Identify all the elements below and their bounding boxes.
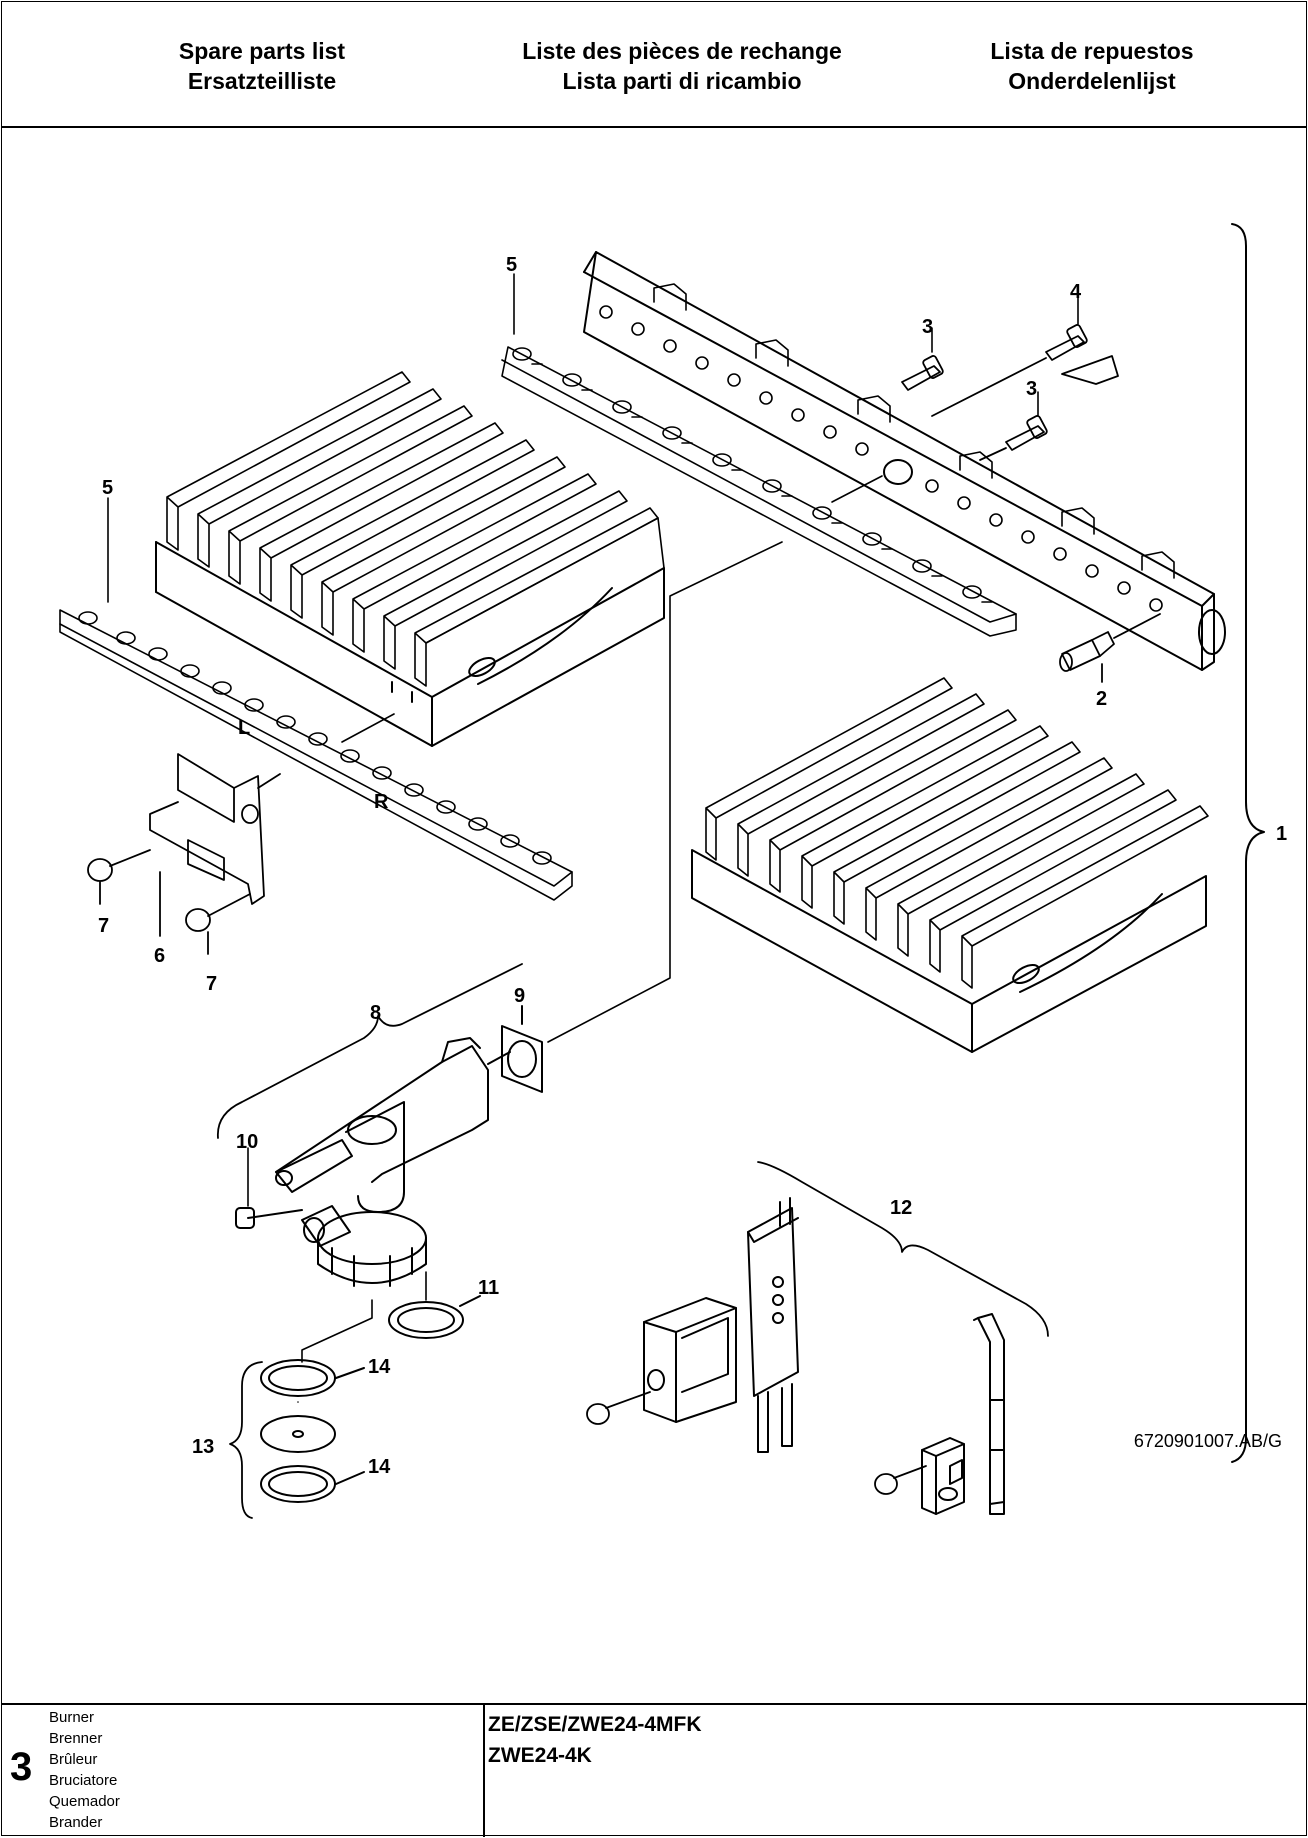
name-it: Bruciatore [49,1772,118,1789]
label-6: 6 [154,945,165,967]
seal-14-bottom [260,1465,365,1503]
seal-strip-upper [501,346,1017,637]
burner-block-left [155,541,665,747]
label-11: 11 [478,1277,499,1299]
screw-clamp [874,1465,927,1495]
title-onderdelenlijst: Onderdelenlijst [1008,68,1176,94]
burner-rails-left [166,371,665,687]
brace-group-12 [757,1161,1049,1337]
seal-11 [388,1295,481,1339]
label-3b: 3 [1026,378,1037,400]
model-1: ZE/ZSE/ZWE24-4MFK [488,1713,702,1736]
title-liste-pieces: Liste des pièces de rechange [522,38,842,64]
gas-valve-8 [235,1037,489,1287]
label-2: 2 [1096,688,1107,710]
burner-rails-right [705,677,1209,989]
title-ersatzteilliste: Ersatzteilliste [187,68,337,94]
ignition-electrode-12 [747,1197,799,1453]
label-1: 1 [1276,823,1287,845]
label-7b: 7 [206,973,217,995]
footer-divider [483,1705,485,1837]
header: Spare parts list Ersatzteilliste Liste d… [2,2,1306,128]
label-7a: 7 [98,915,109,937]
brace-group-8 [217,963,523,1139]
screws-3-4 [901,324,1119,461]
strip-mark-l: L [238,717,250,739]
brace-group-1 [1231,223,1265,1463]
name-de: Brenner [49,1730,103,1747]
label-10: 10 [236,1131,258,1153]
header-col-en-de: Spare parts list Ersatzteilliste [102,36,422,96]
electrode-clamp [921,1437,965,1515]
footer: 3 Burner Brenner Brûleur Bruciatore Quem… [2,1703,1306,1837]
gas-manifold [583,251,1226,671]
brace-group-13 [229,1361,263,1519]
manifold-tabs [653,283,1175,579]
exploded-view-drawing: L R [59,223,1287,1519]
label-14b: 14 [368,1456,391,1478]
monitoring-electrode [973,1313,1005,1515]
name-nl: Brander [49,1814,103,1831]
section-number: 3 [10,1745,33,1789]
model-2: ZWE24-4K [488,1744,592,1767]
section-names: Burner Brenner Brûleur Bruciatore Quemad… [49,1707,120,1833]
document-number: 6720901007.AB/G [1133,1431,1282,1451]
manifold-holes [599,305,1163,612]
seal-strip-left [59,609,573,901]
title-lista-parti: Lista parti di ricambio [562,68,802,94]
name-es: Quemador [49,1793,120,1810]
seal-14-top [260,1359,365,1397]
label-9: 9 [514,985,525,1007]
label-3a: 3 [922,316,933,338]
bracket-6 [149,753,281,905]
title-lista-repuestos: Lista de repuestos [990,38,1194,64]
burner-block-right [691,849,1207,1053]
header-col-es-nl: Lista de repuestos Onderdelenlijst [932,36,1252,96]
exploded-view: L R [2,127,1306,1702]
screw-7 [87,849,251,955]
model-list: ZE/ZSE/ZWE24-4MFK ZWE24-4K [488,1709,702,1771]
label-14a: 14 [368,1356,391,1378]
label-8: 8 [370,1002,381,1024]
gasket-9 [487,1005,543,1093]
label-5a: 5 [506,254,517,276]
sieve-13 [260,1415,336,1453]
injector-2 [1059,613,1161,683]
screw-bracket [586,1391,651,1425]
electrode-bracket [643,1297,737,1423]
name-fr: Brûleur [49,1751,98,1768]
name-en: Burner [49,1709,95,1726]
label-13: 13 [192,1436,214,1458]
header-col-fr-it: Liste des pièces de rechange Lista parti… [472,36,892,96]
label-5b: 5 [102,477,113,499]
label-4: 4 [1070,281,1082,303]
label-12: 12 [890,1197,912,1219]
title-spare-parts-list: Spare parts list [178,38,346,64]
strip-mark-r: R [374,791,389,813]
